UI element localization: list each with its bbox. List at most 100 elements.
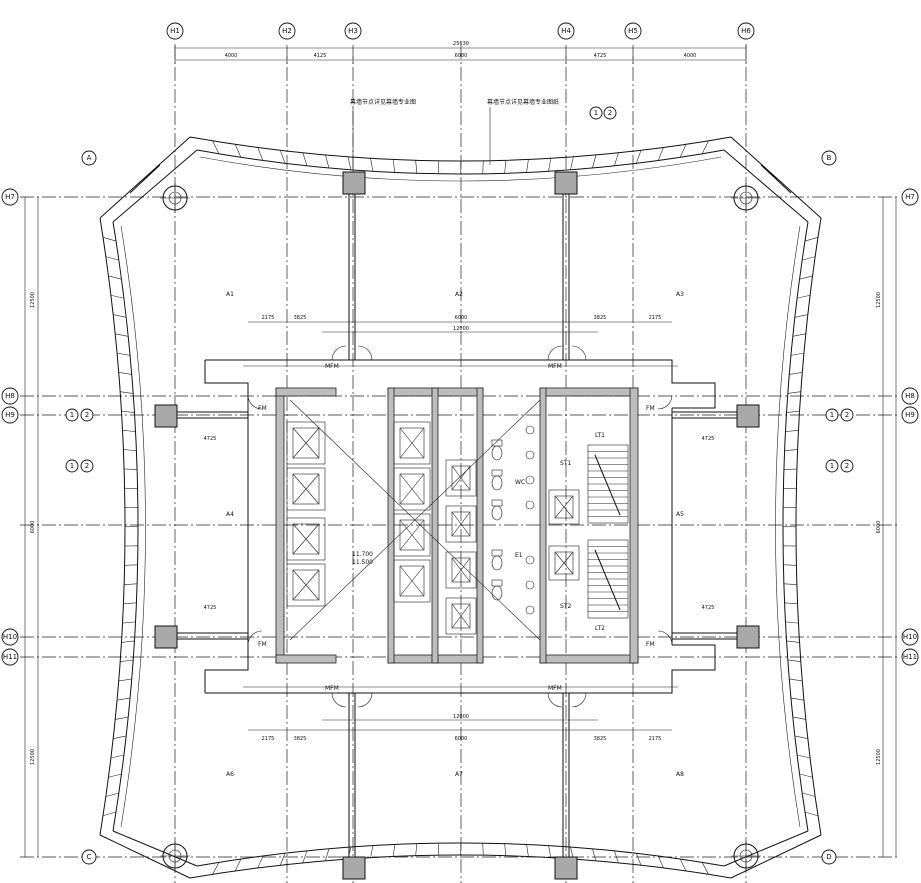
core-walls — [275, 387, 639, 664]
zone-a7: A7 — [455, 771, 463, 778]
core-level-1: 11.700 — [352, 551, 373, 558]
bdim-4: 3825 — [594, 736, 607, 742]
axis-right-2: H8 — [905, 392, 915, 400]
wc-fixture — [491, 439, 503, 461]
bdim-3: 6000 — [455, 736, 468, 742]
mullion — [257, 147, 264, 161]
elevator-car — [393, 513, 431, 557]
overall-dimension: 25630 — [453, 41, 469, 47]
curtain-wall-mullions — [102, 140, 819, 875]
elevator-car — [286, 563, 326, 607]
mullion — [785, 621, 799, 624]
corner-callout-ne: B — [827, 154, 832, 162]
mullion — [437, 160, 440, 174]
corner-callout-sw: C — [87, 853, 92, 861]
mullion — [124, 564, 138, 566]
mullion — [526, 159, 529, 173]
mullion — [784, 449, 798, 451]
axis-right-5: H11 — [903, 653, 917, 661]
grid-bubbles-right: H7 H8 H9 H10 H11 — [901, 188, 919, 666]
right-dim-upper: 12500 — [876, 292, 882, 308]
elevator-car — [393, 467, 431, 511]
mullion — [787, 659, 801, 662]
mullion — [392, 844, 396, 857]
basin-fixture — [525, 580, 535, 590]
mullion — [789, 372, 803, 375]
cdim-3: 6000 — [455, 315, 468, 321]
mullion — [105, 792, 119, 797]
door-tag-2: MFM — [548, 363, 562, 370]
door-tag-8: FM — [646, 641, 655, 648]
axis-left-3: H9 — [5, 411, 15, 419]
mullion — [792, 716, 806, 720]
side-dim-r2: 4725 — [702, 605, 715, 611]
basin-fixture — [525, 450, 535, 460]
mullion — [302, 850, 308, 863]
tag-left-4: 2 — [85, 462, 89, 470]
lift-lobby-label: LT1 — [595, 432, 605, 439]
elevator-car — [286, 517, 326, 561]
zone-a5: A5 — [676, 511, 684, 518]
door-tag-3: MFM — [325, 685, 339, 692]
zone-a3: A3 — [676, 291, 684, 298]
axis-left-2: H8 — [5, 392, 15, 400]
basin-fixture — [525, 475, 535, 485]
mullion — [657, 855, 664, 869]
mullion — [124, 583, 138, 585]
side-dim-r1: 4725 — [702, 436, 715, 442]
tag-right-3: 1 — [830, 462, 834, 470]
mullion — [796, 294, 811, 299]
mullion — [102, 237, 117, 242]
mullion — [789, 678, 803, 682]
corner-callout-nw: A — [87, 154, 92, 162]
mullion — [121, 640, 135, 643]
mullion — [234, 858, 242, 872]
cdim-2: 3825 — [294, 315, 307, 321]
mullion — [123, 449, 137, 451]
mullion — [794, 735, 808, 740]
mullion — [548, 845, 552, 858]
tag-left-1: 1 — [70, 411, 74, 419]
mullion — [212, 862, 220, 875]
mullion — [122, 621, 136, 624]
callout-top-left: 幕墙节点详见幕墙专业图 — [350, 98, 416, 106]
wc-label: WC — [515, 479, 525, 486]
bdim-2: 3825 — [294, 736, 307, 742]
mullion — [108, 773, 122, 778]
door-tag-5: FM — [258, 405, 267, 412]
mullion — [123, 602, 137, 605]
elevator-car — [286, 421, 326, 465]
mullion — [636, 853, 642, 866]
toilet-fixtures — [491, 425, 535, 615]
basin-fixture — [525, 425, 535, 435]
stairs — [587, 444, 629, 619]
perimeter-columns — [154, 171, 760, 880]
mullion — [636, 150, 642, 164]
mullion — [614, 850, 619, 863]
dim-2: 4125 — [314, 53, 327, 59]
wc-fixture — [491, 469, 503, 491]
zone-a6: A6 — [226, 771, 234, 778]
mullion — [347, 156, 352, 170]
mullion — [257, 855, 264, 869]
beams — [177, 194, 737, 857]
mullion — [786, 640, 800, 643]
mullion — [102, 811, 117, 817]
left-dim-upper: 12500 — [30, 292, 36, 308]
mullion — [802, 792, 816, 797]
mullion — [121, 410, 135, 413]
left-dim-mid: 6000 — [30, 521, 36, 534]
dim-4: 4725 — [594, 53, 607, 59]
mullion — [108, 275, 122, 280]
side-dimension-chains: 12500 6000 12500 12500 6000 12500 — [24, 197, 897, 857]
mullion — [783, 468, 797, 470]
tag-top-1: 1 — [594, 109, 598, 117]
side-dim-l1: 4725 — [204, 436, 217, 442]
mullion — [115, 333, 129, 337]
bdim-5: 2175 — [649, 736, 662, 742]
cdim-5: 2175 — [649, 315, 662, 321]
tag-left-2: 2 — [85, 411, 89, 419]
facade-outline — [99, 136, 822, 879]
mullion — [124, 487, 138, 489]
